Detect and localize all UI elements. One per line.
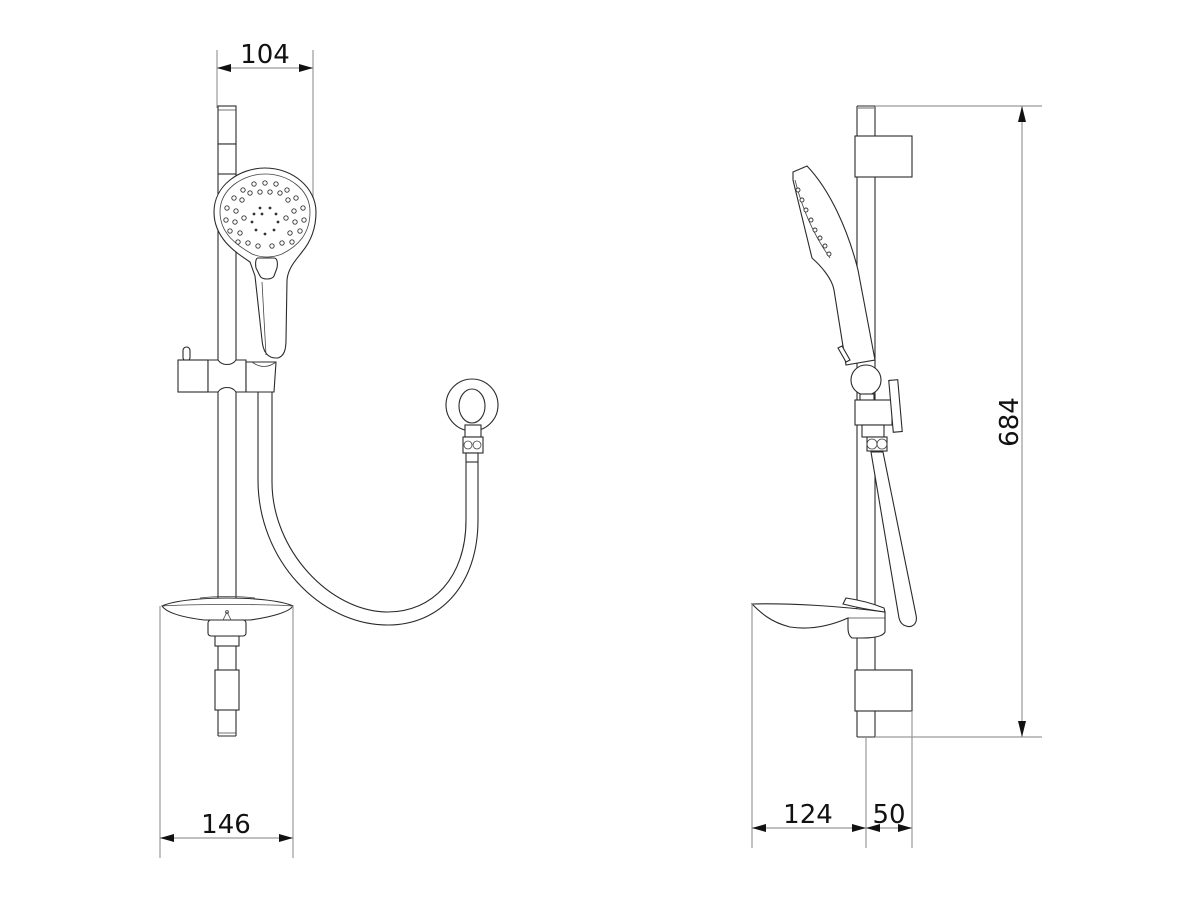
hose [257,392,479,626]
side-spray-face [795,187,832,257]
side-view: 684 124 50 [750,105,1042,848]
dimension-label-146: 146 [201,810,251,840]
hand-shower [213,167,317,359]
slide-rail [214,105,240,737]
dimension-label-124: 124 [783,800,833,830]
dimension-124-50: 124 50 [751,604,913,848]
wall-outlet [445,378,499,463]
dimension-684: 684 [875,105,1042,738]
spray-nozzles [223,180,307,249]
front-view: 104 [159,40,499,858]
side-slide-bracket [850,364,903,452]
dimension-label-104: 104 [240,40,290,70]
slide-bracket [177,346,277,393]
bottom-wall-bracket [854,669,913,712]
soap-dish [161,596,294,637]
dimension-146: 146 [159,606,294,858]
side-hose [870,451,917,628]
side-hand-shower [792,165,876,366]
top-wall-bracket [854,135,913,178]
dimension-104: 104 [216,40,314,200]
dimension-label-50: 50 [872,800,905,830]
side-soap-dish [750,597,886,639]
dimension-label-684: 684 [995,397,1025,447]
